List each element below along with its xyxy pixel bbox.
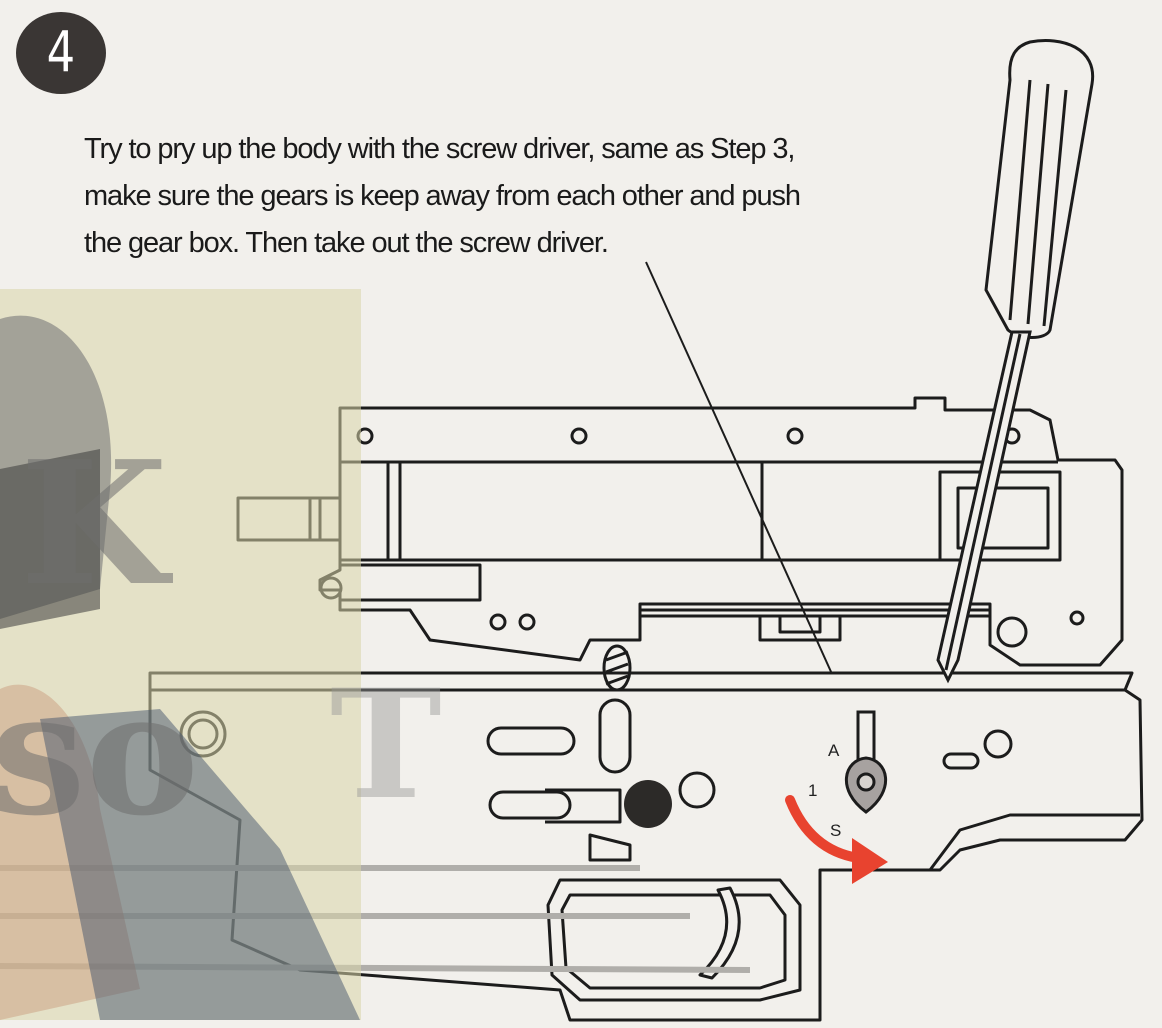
selector-label-s: S bbox=[830, 821, 841, 840]
watermark-glyph: T bbox=[330, 657, 442, 833]
instruction-text: Try to pry up the body with the screw dr… bbox=[84, 126, 984, 267]
step-number: 4 bbox=[46, 20, 76, 85]
selector-label-a: A bbox=[828, 741, 840, 760]
instruction-line: make sure the gears is keep away from ea… bbox=[84, 180, 801, 212]
trigger-guard bbox=[546, 878, 802, 1002]
watermark-glyph: K bbox=[20, 424, 168, 624]
screwdriver-icon bbox=[936, 39, 1095, 684]
rotation-arrow-icon bbox=[785, 795, 888, 884]
pivot-pin bbox=[624, 780, 672, 828]
photo-overlay: K so bbox=[0, 289, 361, 1020]
instruction-line: the gear box. Then take out the screw dr… bbox=[84, 227, 609, 259]
fire-selector: A 1 S bbox=[808, 710, 887, 840]
soldier-photo bbox=[0, 315, 360, 1020]
step-number-badge: 4 bbox=[16, 12, 106, 94]
selector-label-1: 1 bbox=[808, 781, 817, 800]
callout-line bbox=[645, 261, 833, 675]
watermark-glyph: so bbox=[0, 654, 200, 854]
instruction-line: Try to pry up the body with the screw dr… bbox=[84, 133, 795, 165]
